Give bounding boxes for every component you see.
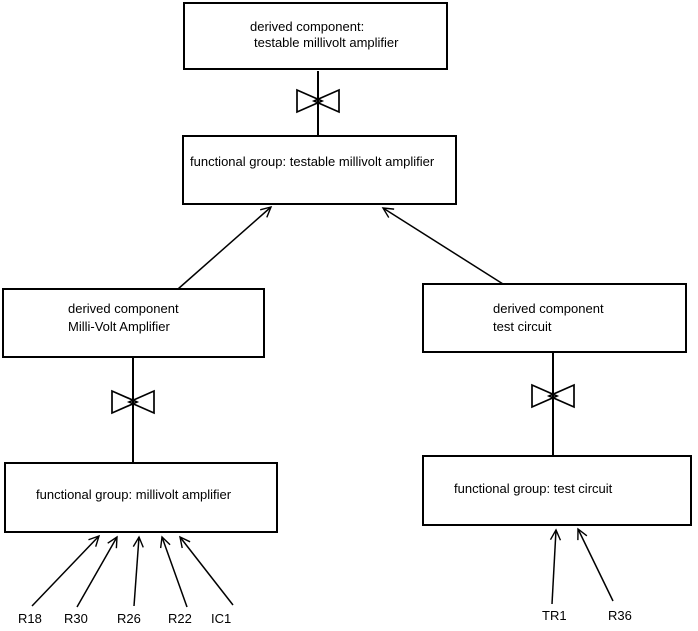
- node-functional-group-test-circuit: [422, 455, 692, 526]
- node-label-dc-mva: derived component Milli-Volt Amplifier: [68, 300, 179, 336]
- node-label-line: functional group: test circuit: [454, 481, 613, 496]
- node-label-line: derived component: [493, 301, 604, 316]
- node-label-line: functional group: testable millivolt amp…: [190, 154, 435, 169]
- arrow-r18: [31, 534, 101, 607]
- arrow-dctest-to-fgtestable: [381, 207, 504, 285]
- arrow-r30: [76, 535, 118, 608]
- component-label-r36: R36: [608, 608, 632, 623]
- component-label-r30: R30: [64, 611, 88, 626]
- arrow-ic1: [179, 535, 234, 606]
- node-derived-component-test-circuit: [422, 283, 687, 353]
- arrow-r22: [159, 535, 188, 608]
- node-label-line: test circuit: [493, 319, 552, 334]
- arrow-r26: [132, 535, 144, 607]
- node-label-dc-test: derived component test circuit: [493, 300, 604, 336]
- node-functional-group-millivolt-amplifier: [4, 462, 278, 533]
- bowtie-icon: [296, 88, 340, 114]
- node-functional-group-testable-millivolt-amplifier: [182, 135, 457, 205]
- node-derived-component-millivolt-amplifier: [2, 288, 265, 358]
- node-label-line: Milli-Volt Amplifier: [68, 319, 170, 334]
- component-label-r18: R18: [18, 611, 42, 626]
- node-label-line: testable millivolt amplifier: [254, 35, 399, 50]
- arrow-dcmva-to-fgtestable: [177, 205, 273, 290]
- node-label-line: functional group: millivolt amplifier: [36, 487, 232, 502]
- component-label-ic1: IC1: [211, 611, 232, 626]
- node-label-fg-testable: functional group: testable millivolt amp…: [190, 154, 434, 170]
- component-label-r22: R22: [168, 611, 192, 626]
- bowtie-icon: [111, 389, 155, 415]
- node-label-derived-testable: derived component: testable millivolt am…: [250, 19, 399, 51]
- component-label-tr1: TR1: [542, 608, 567, 623]
- node-label-line: derived component:: [250, 19, 365, 34]
- node-label-line: derived component: [68, 301, 179, 316]
- arrow-tr1: [549, 528, 562, 605]
- arrow-r36: [577, 527, 614, 602]
- bowtie-icon: [531, 383, 575, 409]
- node-label-fg-mva: functional group: millivolt amplifier: [36, 487, 231, 503]
- node-derived-component-testable-millivolt-amplifier: [183, 2, 448, 70]
- node-label-fg-test: functional group: test circuit: [454, 481, 612, 497]
- component-label-r26: R26: [117, 611, 141, 626]
